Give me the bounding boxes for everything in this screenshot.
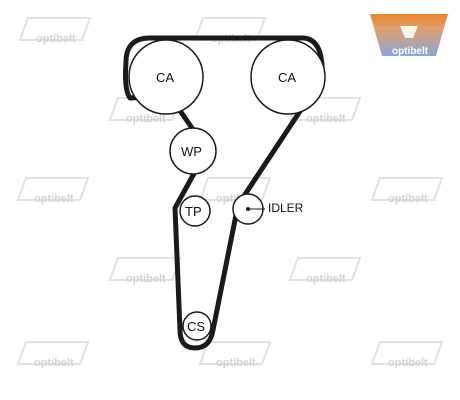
watermark-text: optibelt <box>126 113 166 125</box>
watermark-tile: optibelt <box>370 177 444 205</box>
watermark-tile: optibelt <box>288 257 362 285</box>
watermark-tile: optibelt <box>108 257 182 285</box>
brand-text: optibelt <box>392 46 429 57</box>
watermark-tile: optibelt <box>370 341 444 369</box>
pulley-label: CA <box>278 70 296 85</box>
pulley-label: CS <box>187 319 205 334</box>
watermark-text: optibelt <box>126 273 166 285</box>
watermark-text: optibelt <box>388 357 428 369</box>
idler-callout: IDLER <box>250 201 304 215</box>
timing-belt <box>123 35 325 351</box>
watermark-layer: optibelt optibelt optibelt optibelt opti… <box>16 17 444 369</box>
watermark-text: optibelt <box>36 33 76 45</box>
pulley-wp: WP <box>169 127 217 175</box>
watermark-tile: optibelt <box>198 341 272 369</box>
watermark-text: optibelt <box>34 357 74 369</box>
watermark-text: optibelt <box>34 193 74 205</box>
watermark-tile: optibelt <box>18 17 92 45</box>
watermark-tile: optibelt <box>16 177 90 205</box>
watermark-text: optibelt <box>306 113 346 125</box>
watermark-text: optibelt <box>306 273 346 285</box>
pulley-tp: TP <box>179 195 211 227</box>
watermark-text: optibelt <box>388 193 428 205</box>
pulley-label: CA <box>156 70 174 85</box>
watermark-text: optibelt <box>216 357 256 369</box>
watermark-tile: optibelt <box>16 341 90 369</box>
idler-label: IDLER <box>268 201 304 215</box>
pulley-ca-right: CA <box>250 39 326 115</box>
pulley-cs: CS <box>182 311 212 341</box>
pulley-ca-left: CA <box>128 39 204 115</box>
optibelt-logo-icon: optibelt <box>370 14 448 57</box>
pulley-label: WP <box>181 144 202 159</box>
watermark-tile: optibelt <box>193 17 267 45</box>
pulley-label: TP <box>185 204 202 219</box>
